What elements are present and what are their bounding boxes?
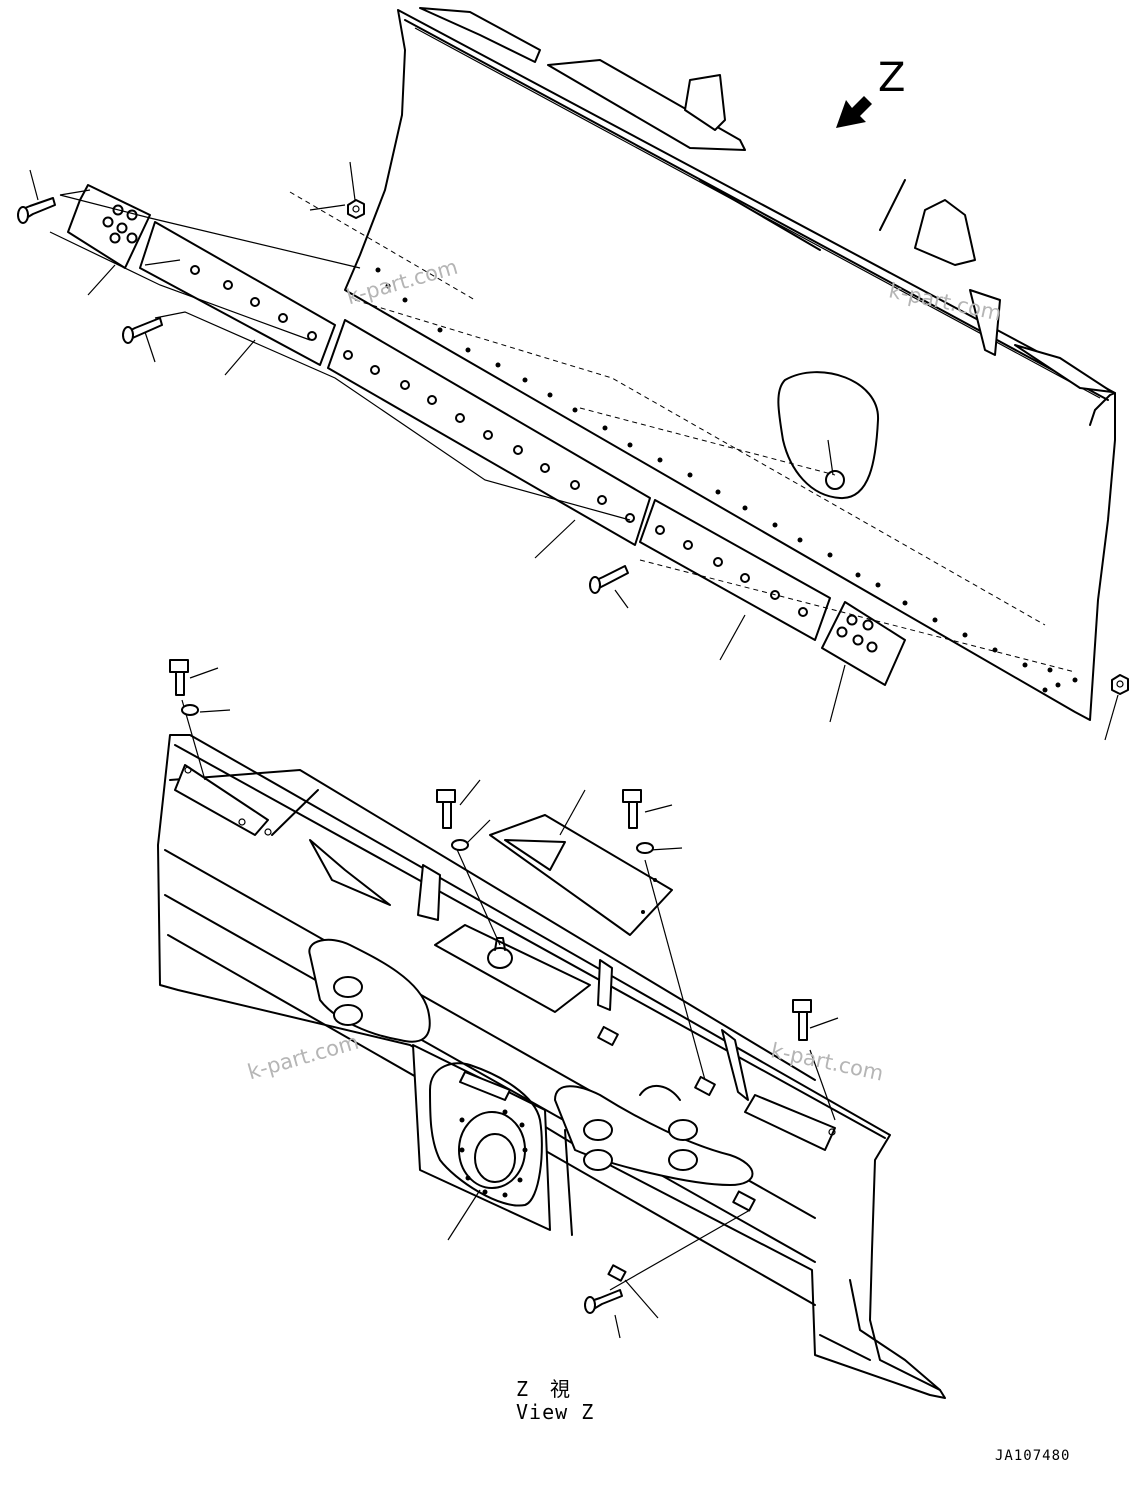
bolt-icon xyxy=(589,565,629,594)
blade-rear-assembly xyxy=(157,659,946,1399)
bolt-icon xyxy=(622,789,642,829)
bolt-icon xyxy=(436,789,456,829)
view-direction-arrow-icon xyxy=(836,96,872,128)
washer-icon xyxy=(451,839,469,851)
blade-front-assembly xyxy=(17,7,1129,741)
view-caption-jp: Z 視 xyxy=(516,1377,572,1401)
bolt-icon xyxy=(122,317,163,344)
bolt-icon xyxy=(169,659,189,696)
view-caption-en: View Z xyxy=(516,1400,595,1424)
view-arrow-label: Z xyxy=(878,55,906,101)
nut-icon xyxy=(347,199,365,219)
washer-icon xyxy=(181,704,199,716)
bolt-icon xyxy=(792,999,812,1041)
bolt-icon xyxy=(17,197,56,224)
nut-icon xyxy=(1111,674,1129,695)
drawing-number: JA107480 xyxy=(995,1448,1071,1464)
washer-icon xyxy=(636,842,654,854)
plate-icon xyxy=(607,1264,627,1282)
bolt-icon xyxy=(584,1289,623,1314)
